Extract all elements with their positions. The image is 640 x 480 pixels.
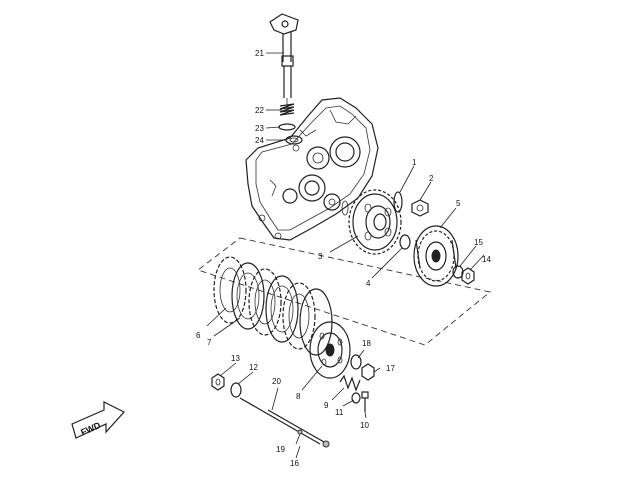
part-1-spacer	[341, 191, 403, 216]
part-3-driven-gear	[348, 189, 402, 255]
part-12-washer	[230, 382, 242, 398]
part-17-nut	[361, 363, 375, 381]
part-13-nut	[211, 373, 225, 391]
callout-2: 2	[429, 174, 434, 183]
callout-10: 10	[360, 421, 369, 430]
callout-4: 4	[366, 279, 371, 288]
callout-6: 6	[196, 331, 201, 340]
part-18-bearing	[350, 354, 362, 370]
part-22-spring	[279, 103, 295, 116]
callout-17: 17	[386, 364, 395, 373]
part-2-nut	[411, 199, 429, 217]
callout-14: 14	[482, 255, 491, 264]
callout-16: 16	[290, 459, 299, 468]
crankcase	[245, 97, 379, 241]
callout-11: 11	[335, 408, 344, 417]
callout-13: 13	[231, 354, 240, 363]
parts-6-7-clutch-plates	[213, 256, 333, 356]
part-10-bolt	[361, 391, 369, 412]
callout-20: 20	[272, 377, 281, 386]
callout-18: 18	[362, 339, 371, 348]
part-14-nut	[461, 267, 475, 285]
callout-19: 19	[276, 445, 285, 454]
part-19-ball	[297, 429, 303, 435]
part-21-shaft	[269, 13, 299, 106]
callout-3: 3	[318, 252, 323, 261]
callout-9: 9	[324, 401, 329, 410]
part-11-washer	[351, 392, 361, 404]
part-23-washer	[278, 123, 296, 131]
part-16-push-rod	[267, 409, 330, 448]
callout-8: 8	[296, 392, 301, 401]
callout-24: 24	[255, 136, 264, 145]
callout-5: 5	[456, 199, 461, 208]
part-24-seal	[285, 135, 303, 145]
fwd-arrow-icon: FWD	[71, 401, 125, 439]
callout-15: 15	[474, 238, 483, 247]
leader-lines	[206, 52, 485, 459]
callout-22: 22	[255, 106, 264, 115]
part-20-push-rod	[239, 397, 321, 445]
part-4-washer	[399, 234, 411, 250]
callout-23: 23	[255, 124, 264, 133]
part-8-pressure-plate	[309, 321, 351, 379]
callout-1: 1	[412, 158, 417, 167]
callout-12: 12	[249, 363, 258, 372]
fwd-label: FWD	[79, 420, 102, 438]
assembly-boundary	[197, 237, 492, 346]
callout-7: 7	[207, 338, 212, 347]
part-5-clutch-boss	[413, 225, 459, 287]
part-9-spring	[339, 374, 361, 392]
callout-21: 21	[255, 49, 264, 58]
